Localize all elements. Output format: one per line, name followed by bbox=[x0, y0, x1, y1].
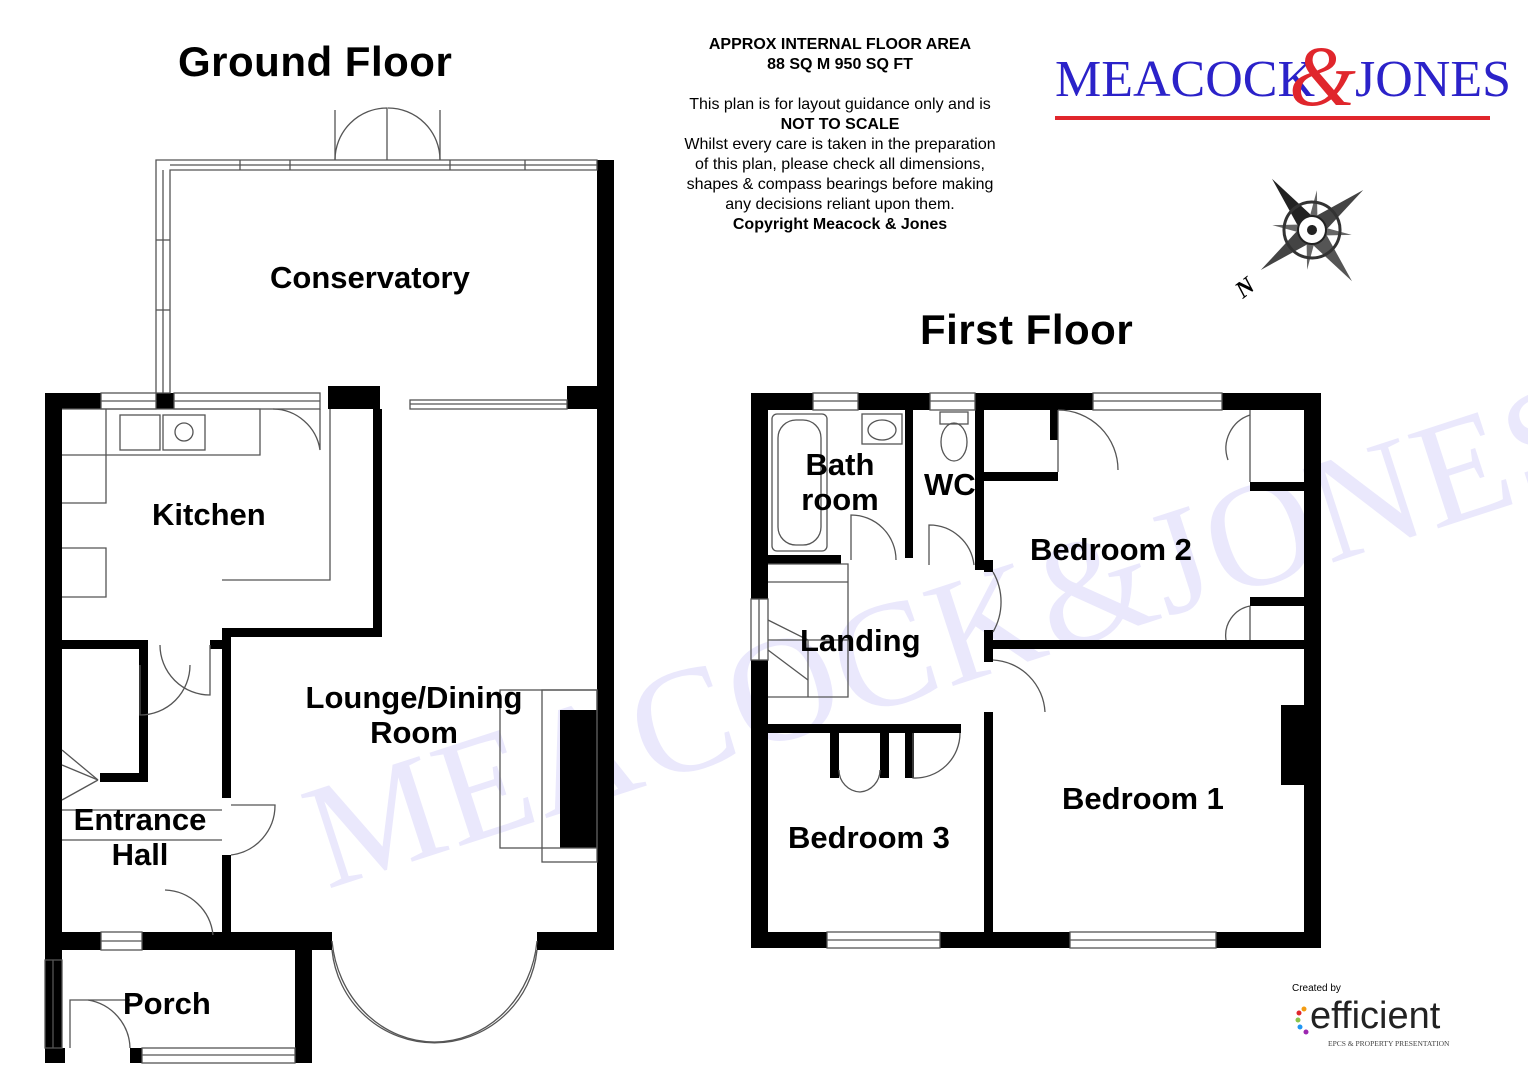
room-entrance-hall: Entrance Hall bbox=[62, 802, 218, 872]
copyright: Copyright Meacock & Jones bbox=[732, 216, 948, 233]
room-kitchen: Kitchen bbox=[152, 497, 266, 532]
disclaimer-1: This plan is for layout guidance only an… bbox=[689, 96, 991, 113]
disclaimer-5: any decisions reliant upon them. bbox=[725, 196, 955, 213]
ground-floor-title: Ground Floor bbox=[178, 38, 453, 85]
credit-brand: efficient bbox=[1310, 995, 1441, 1037]
info-line-2: 88 SQ M 950 SQ FT bbox=[767, 56, 913, 73]
credit-tagline: EPCS & PROPERTY PRESENTATION bbox=[1328, 1039, 1450, 1048]
logo-underline bbox=[1055, 116, 1490, 120]
not-to-scale: NOT TO SCALE bbox=[780, 116, 900, 133]
compass-rose-icon bbox=[1260, 178, 1364, 282]
room-porch: Porch bbox=[123, 986, 211, 1021]
room-lounge-dining: Lounge/Dining Room bbox=[294, 680, 534, 750]
room-hall-line2: Hall bbox=[111, 837, 169, 872]
room-hall-line1: Entrance bbox=[73, 802, 207, 837]
disclaimer-2: Whilst every care is taken in the prepar… bbox=[684, 136, 996, 153]
room-bedroom-1: Bedroom 1 bbox=[1062, 781, 1224, 816]
fixtures bbox=[44, 107, 1251, 1064]
logo-amp: & bbox=[1289, 28, 1356, 124]
room-lounge-line2: Room bbox=[370, 715, 458, 750]
room-bedroom-3: Bedroom 3 bbox=[788, 820, 950, 855]
info-line-1: APPROX INTERNAL FLOOR AREA bbox=[708, 36, 972, 53]
logo-right: JONES bbox=[1355, 51, 1512, 108]
room-lounge-line1: Lounge/Dining bbox=[305, 680, 523, 715]
credit-created-by: Created by bbox=[1292, 983, 1341, 994]
room-landing: Landing bbox=[800, 623, 921, 658]
room-wc: WC bbox=[924, 467, 976, 502]
walls bbox=[45, 160, 1321, 1063]
first-floor-title: First Floor bbox=[920, 306, 1134, 353]
disclaimer-4: shapes & compass bearings before making bbox=[686, 176, 994, 193]
meacock-jones-logo: MEACOCK & JONES bbox=[1055, 28, 1511, 125]
room-bathroom: Bath room bbox=[790, 447, 890, 517]
efficient-sunburst-icon bbox=[1294, 1005, 1318, 1035]
room-bathroom-line1: Bath bbox=[805, 447, 875, 482]
floor-area-info: APPROX INTERNAL FLOOR AREA 88 SQ M 950 S… bbox=[640, 35, 1040, 235]
room-conservatory: Conservatory bbox=[270, 260, 470, 295]
efficient-credit: Created by efficient EPCS & PROPERTY PRE… bbox=[1292, 983, 1492, 1053]
room-bedroom-2: Bedroom 2 bbox=[1030, 532, 1192, 567]
logo-left: MEACOCK bbox=[1055, 51, 1316, 108]
disclaimer-3: of this plan, please check all dimension… bbox=[695, 156, 985, 173]
room-bathroom-line2: room bbox=[801, 482, 879, 517]
